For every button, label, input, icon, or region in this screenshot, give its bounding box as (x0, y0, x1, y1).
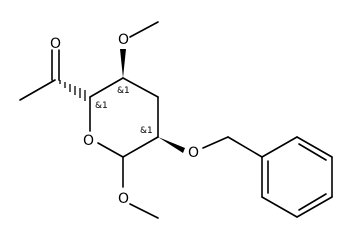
benzyloxy-oxygen-label: O (188, 145, 199, 161)
wedge-bond-c5-benzyloxy (158, 137, 185, 153)
ring-oxygen-label: O (83, 133, 94, 149)
ring-bond-c5-c6 (122, 136, 159, 158)
phenyl-inner-bond-a (298, 143, 327, 161)
stereo-label-c5: &1 (140, 126, 153, 136)
phenyl-inner-bond-b (298, 193, 327, 211)
benzyloxy-o-ch2-bond (202, 136, 229, 149)
wedge-bond-c3-methoxy (120, 49, 126, 78)
methoxy-c3-methyl-bond (129, 21, 159, 38)
methoxy-c3-oxygen-label: O (118, 32, 129, 48)
stereo-label-c3: &1 (117, 86, 130, 96)
anomeric-methoxy-oxygen-label: O (118, 191, 129, 207)
ring-bond-c6-o (97, 142, 124, 158)
ch2-phenyl-bond (227, 136, 263, 158)
hashed-wedge-c2-acetyl (59, 80, 86, 101)
anomeric-methyl-bond (129, 203, 159, 219)
phenyl-bond-5 (261, 196, 298, 218)
ring-bond-c2-c3 (89, 77, 124, 98)
phenyl-bond-4 (296, 196, 333, 218)
carbonyl-oxygen-label: O (50, 36, 61, 52)
stereo-label-c2: &1 (95, 101, 108, 111)
ring-bond-c3-c4 (122, 77, 159, 98)
phenyl-bond-1 (261, 136, 298, 158)
acetyl-methyl-bond (19, 79, 56, 101)
phenyl-bond-2 (296, 136, 333, 158)
